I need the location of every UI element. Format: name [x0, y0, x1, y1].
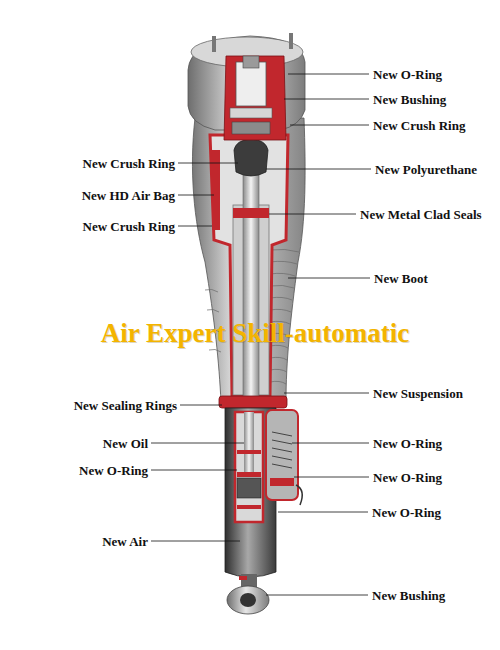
mount-nut [243, 56, 259, 68]
part-label: New O-Ring [79, 464, 148, 477]
part-label: New O-Ring [373, 437, 442, 450]
part-label: New O-Ring [373, 471, 442, 484]
part-label: New O-Ring [372, 506, 441, 519]
mount-stud [289, 33, 293, 49]
sealing-ring [219, 396, 287, 408]
mount-stud [212, 36, 216, 52]
inner-shaft [244, 412, 254, 472]
piston-rings [237, 450, 261, 509]
part-label: New Crush Ring [83, 220, 175, 233]
part-label: New Polyurethane [375, 163, 477, 176]
part-label: New Air [102, 535, 148, 548]
mount-ring [230, 108, 272, 118]
piston [237, 478, 261, 498]
bushing-hole [240, 593, 256, 607]
part-label: New Sealing Rings [74, 399, 177, 412]
valve-wire [296, 485, 302, 505]
part-label: New Metal Clad Seals [360, 208, 482, 221]
eye-mark [239, 576, 247, 580]
valve-spring [272, 432, 292, 468]
valve-unit [266, 410, 298, 500]
tube-cutaway [235, 412, 263, 522]
part-label: New Suspension [373, 387, 463, 400]
watermark: Air Expert Skill-automatic [101, 320, 409, 347]
piston-shaft [243, 150, 259, 400]
air-bag [192, 118, 305, 402]
top-mount-face [191, 37, 303, 67]
part-label: New O-Ring [373, 68, 442, 81]
part-label: New Bushing [373, 93, 446, 106]
mount-ring [232, 122, 270, 134]
valve-seal [270, 478, 294, 486]
part-label: New Oil [103, 437, 148, 450]
part-label: New Bushing [372, 589, 445, 602]
top-mount [188, 36, 305, 130]
crush-ring [212, 150, 220, 230]
part-label: New Boot [374, 272, 428, 285]
part-label: New HD Air Bag [82, 189, 175, 202]
part-label: New Crush Ring [373, 119, 465, 132]
part-label: New Crush Ring [83, 157, 175, 170]
mount-cutaway [224, 56, 286, 140]
mount-bushing [236, 62, 266, 106]
polyurethane-bumper [234, 139, 268, 176]
bottom-bushing [227, 586, 269, 614]
metal-clad-seal [233, 208, 269, 218]
